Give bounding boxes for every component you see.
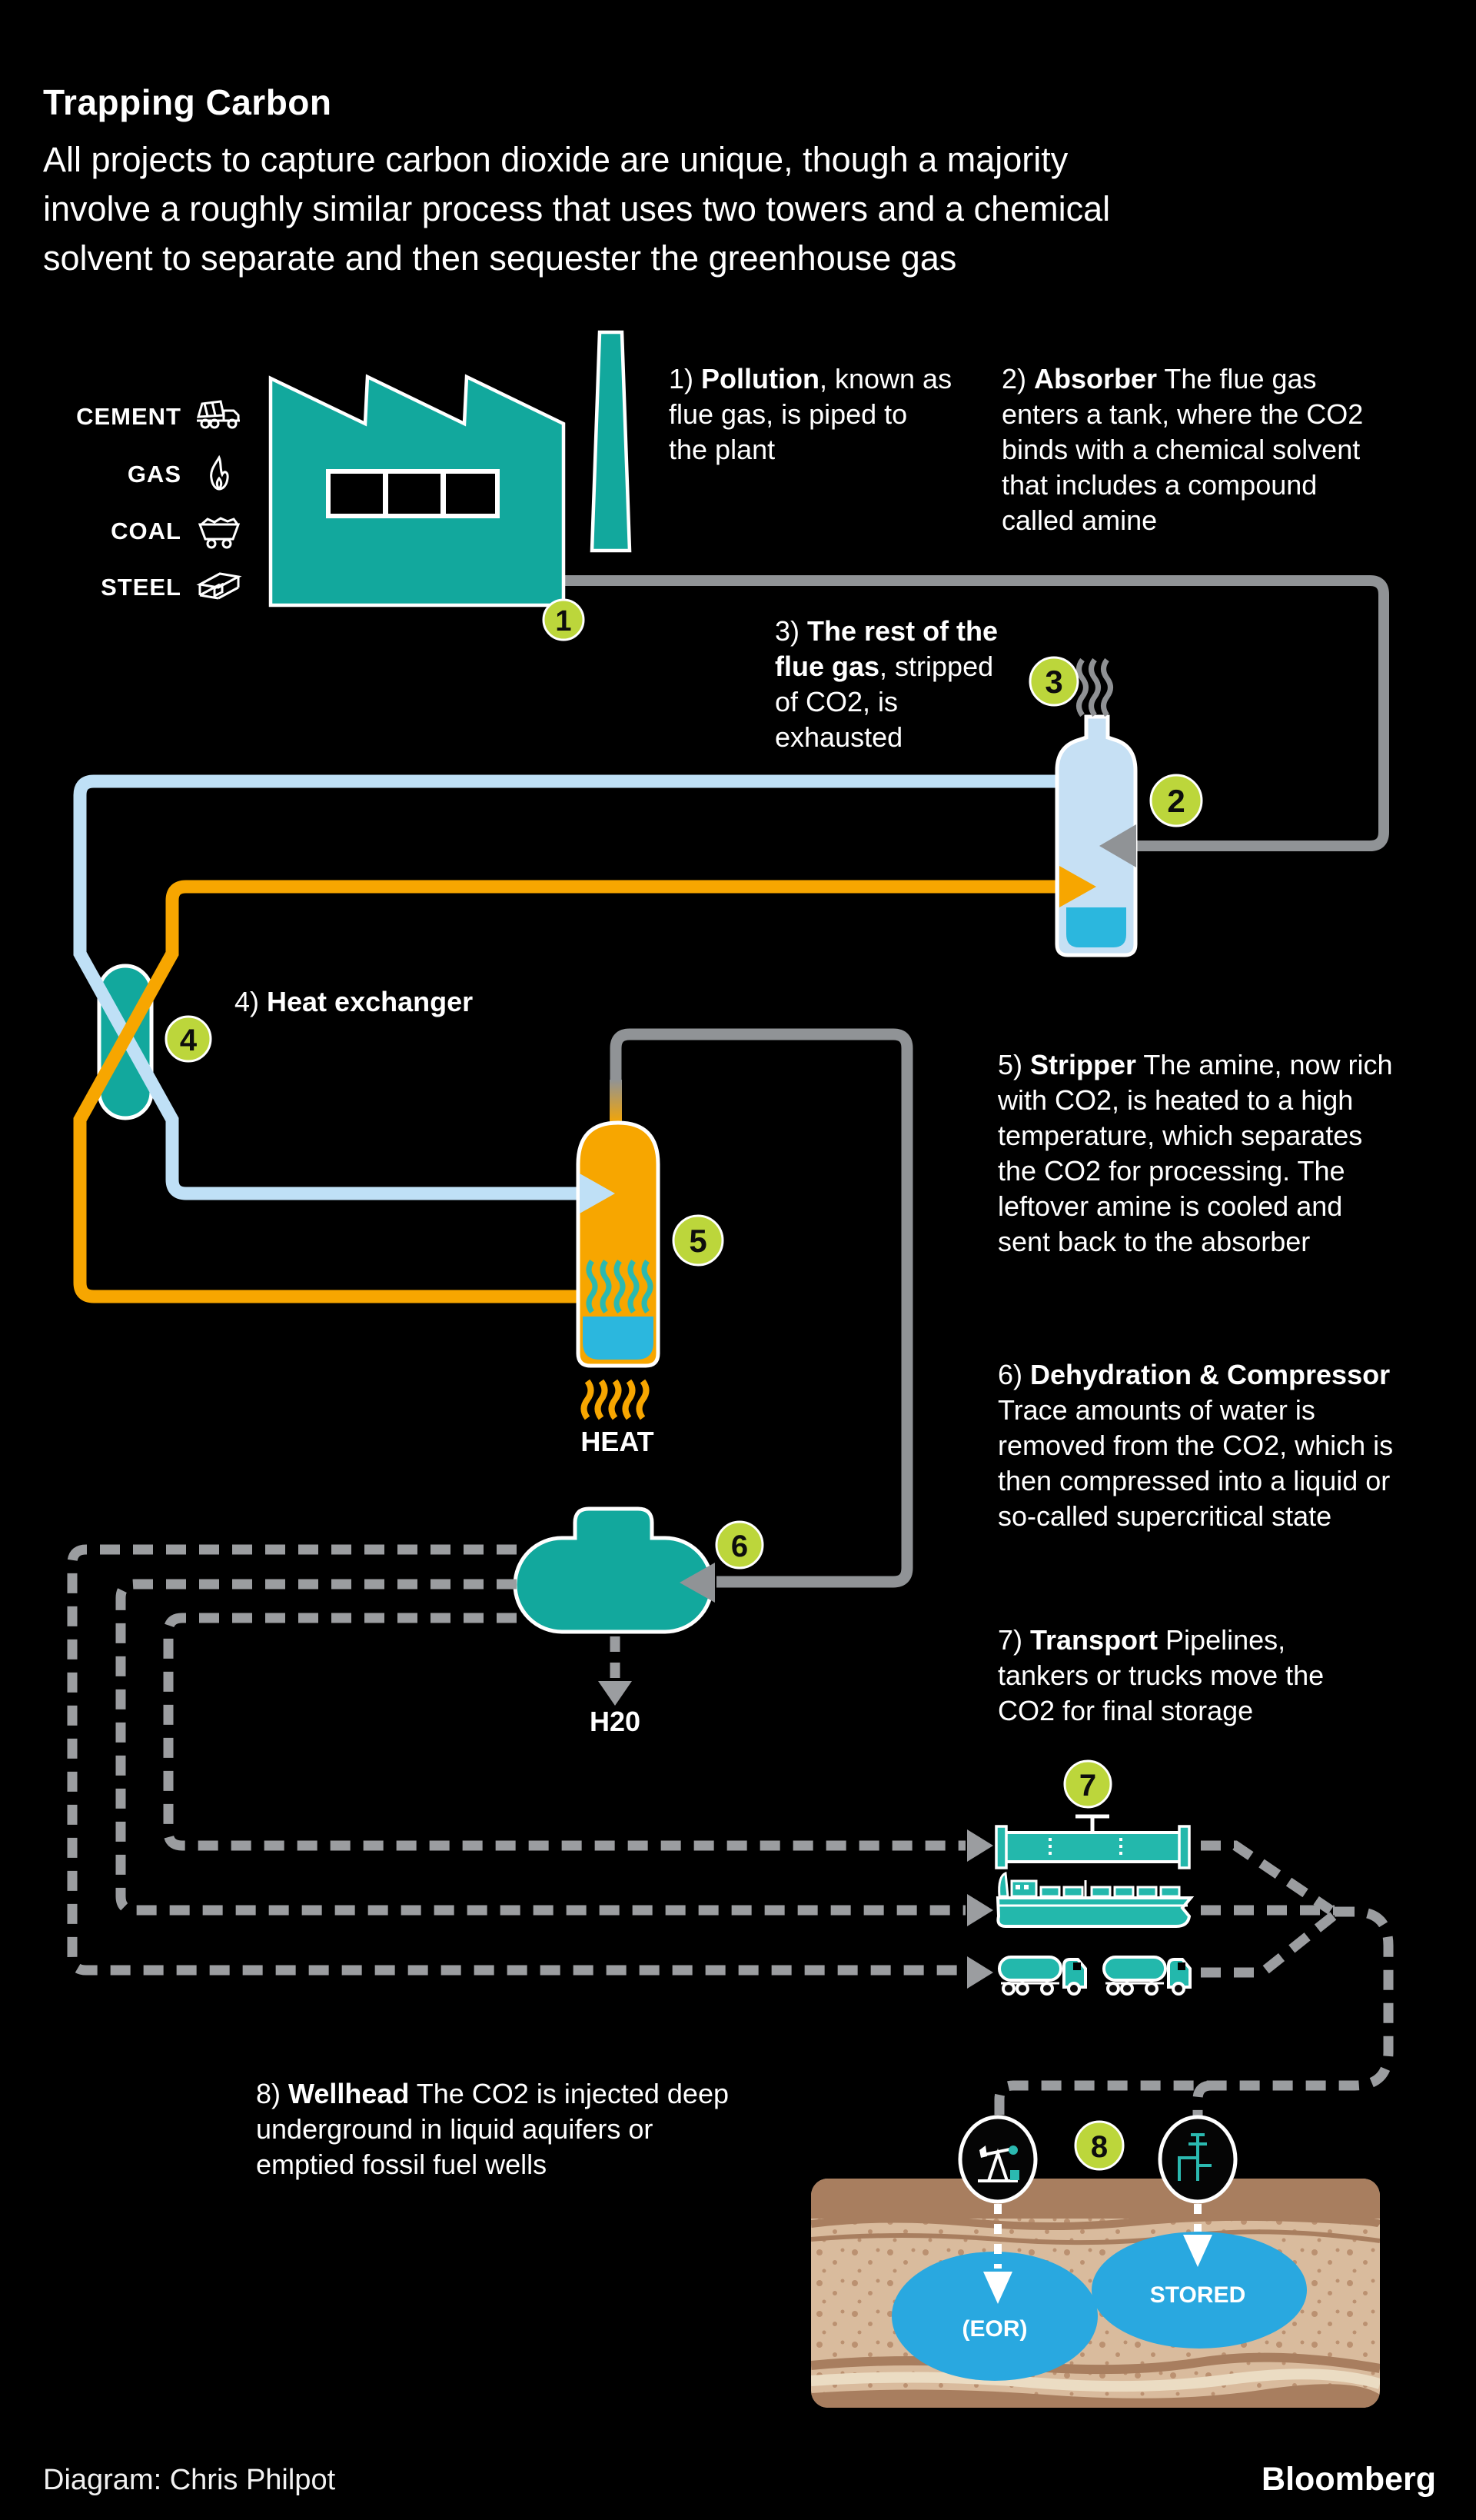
pumpjack-circle bbox=[958, 2115, 1038, 2204]
credit-text: Diagram: Chris Philpot bbox=[43, 2464, 336, 2496]
svg-text:2: 2 bbox=[1167, 783, 1185, 819]
step-1-text: 1) Pollution, known as flue gas, is pipe… bbox=[669, 363, 952, 465]
cement-truck-icon bbox=[194, 397, 244, 437]
subtitle-line-3: solvent to separate and then sequester t… bbox=[43, 238, 957, 278]
step-7-text: 7) Transport Pipelines, tankers or truck… bbox=[998, 1624, 1325, 1726]
badge-1: 1 bbox=[542, 598, 585, 641]
absorber-liquid bbox=[1066, 907, 1126, 947]
exhaust-smoke-icon bbox=[1076, 657, 1113, 717]
step-5-text: 5) Stripper The amine, now rich with CO2… bbox=[998, 1049, 1393, 1257]
svg-text:5: 5 bbox=[689, 1223, 706, 1259]
rich-amine-arrow bbox=[580, 1173, 615, 1213]
subtitle-line-2: involve a roughly similar process that u… bbox=[43, 189, 1111, 228]
stripper-tank bbox=[576, 1120, 660, 1368]
co2-into-compressor-arrow bbox=[680, 1563, 715, 1603]
bloomberg-logo: Bloomberg bbox=[1262, 2461, 1436, 2498]
heat-label: HEAT bbox=[580, 1426, 654, 1457]
source-label: GAS bbox=[127, 461, 181, 488]
steel-beam-icon bbox=[194, 568, 244, 608]
pipeline-icon bbox=[995, 1814, 1191, 1869]
flue-gas-arrow bbox=[1099, 824, 1136, 867]
svg-text:4: 4 bbox=[180, 1024, 198, 1057]
stripper-liquid bbox=[583, 1317, 653, 1360]
step-8-text: 8) Wellhead The CO2 is injected deep und… bbox=[256, 2078, 729, 2180]
eor-reservoir bbox=[892, 2252, 1098, 2381]
flame-icon bbox=[194, 454, 244, 494]
steam-waves-icon bbox=[586, 1259, 653, 1314]
source-row-coal: COAL bbox=[45, 511, 244, 552]
source-label: COAL bbox=[111, 518, 181, 544]
badge-7: 7 bbox=[1063, 1759, 1112, 1809]
tanker-ship-icon bbox=[996, 1871, 1195, 1928]
flue-gas-pipe bbox=[563, 575, 1389, 851]
pumpjack-icon bbox=[978, 2145, 1019, 2182]
coal-cart-icon bbox=[194, 511, 244, 551]
h2o-label: H20 bbox=[589, 1706, 641, 1737]
page-subtitle: All projects to capture carbon dioxide a… bbox=[43, 135, 1396, 283]
subtitle-line-1: All projects to capture carbon dioxide a… bbox=[43, 140, 1069, 179]
svg-text:7: 7 bbox=[1079, 1769, 1096, 1803]
smokestack bbox=[590, 330, 632, 553]
badge-3: 3 bbox=[1029, 656, 1079, 707]
badge-5: 5 bbox=[672, 1214, 724, 1267]
water-out-arrow bbox=[598, 1636, 632, 1706]
step-6-text: 6) Dehydration & Compressor Trace amount… bbox=[998, 1359, 1394, 1532]
source-row-gas: GAS bbox=[45, 454, 244, 495]
source-label: CEMENT bbox=[76, 403, 181, 430]
source-label: STEEL bbox=[101, 574, 181, 601]
badge-8: 8 bbox=[1074, 2120, 1125, 2171]
compressor-tank bbox=[513, 1506, 714, 1634]
heat-flames-icon bbox=[580, 1379, 650, 1420]
step-3-text: 3) The rest of the flue gas, stripped of… bbox=[775, 615, 999, 753]
pipe-gradient bbox=[610, 1080, 622, 1124]
stored-reservoir bbox=[1092, 2232, 1307, 2349]
factory bbox=[268, 330, 632, 608]
co2-pipe-stripper-to-compressor bbox=[610, 1028, 913, 1588]
badge-6: 6 bbox=[715, 1520, 764, 1570]
lean-amine-arrow bbox=[1059, 866, 1096, 907]
underground-storage bbox=[811, 2115, 1380, 2408]
svg-text:1: 1 bbox=[555, 605, 571, 637]
svg-text:8: 8 bbox=[1091, 2130, 1108, 2164]
absorber-tank bbox=[1055, 657, 1138, 957]
eor-label: (EOR) bbox=[962, 2316, 1028, 2342]
svg-text:6: 6 bbox=[731, 1530, 748, 1563]
co2-transport-dashed-pipes bbox=[67, 1544, 1394, 2121]
step-2-text: 2) Absorber The flue gas enters a tank, … bbox=[1002, 363, 1364, 536]
page-title: Trapping Carbon bbox=[43, 82, 332, 122]
step-4-text: 4) Heat exchanger bbox=[234, 986, 474, 1017]
tanker-trucks-icon bbox=[998, 1956, 1192, 1996]
badge-4: 4 bbox=[165, 1015, 212, 1063]
stored-label: STORED bbox=[1149, 2282, 1246, 2308]
svg-text:3: 3 bbox=[1045, 664, 1062, 700]
badge-2: 2 bbox=[1149, 774, 1203, 827]
lean-amine-pipe bbox=[73, 880, 1059, 1303]
transport-row-arrows bbox=[967, 1829, 993, 1989]
wellhead-valve-icon bbox=[1178, 2133, 1212, 2181]
source-row-steel: STEEL bbox=[45, 567, 244, 608]
injection-arrows bbox=[983, 2204, 1212, 2304]
source-row-cement: CEMENT bbox=[45, 396, 244, 438]
